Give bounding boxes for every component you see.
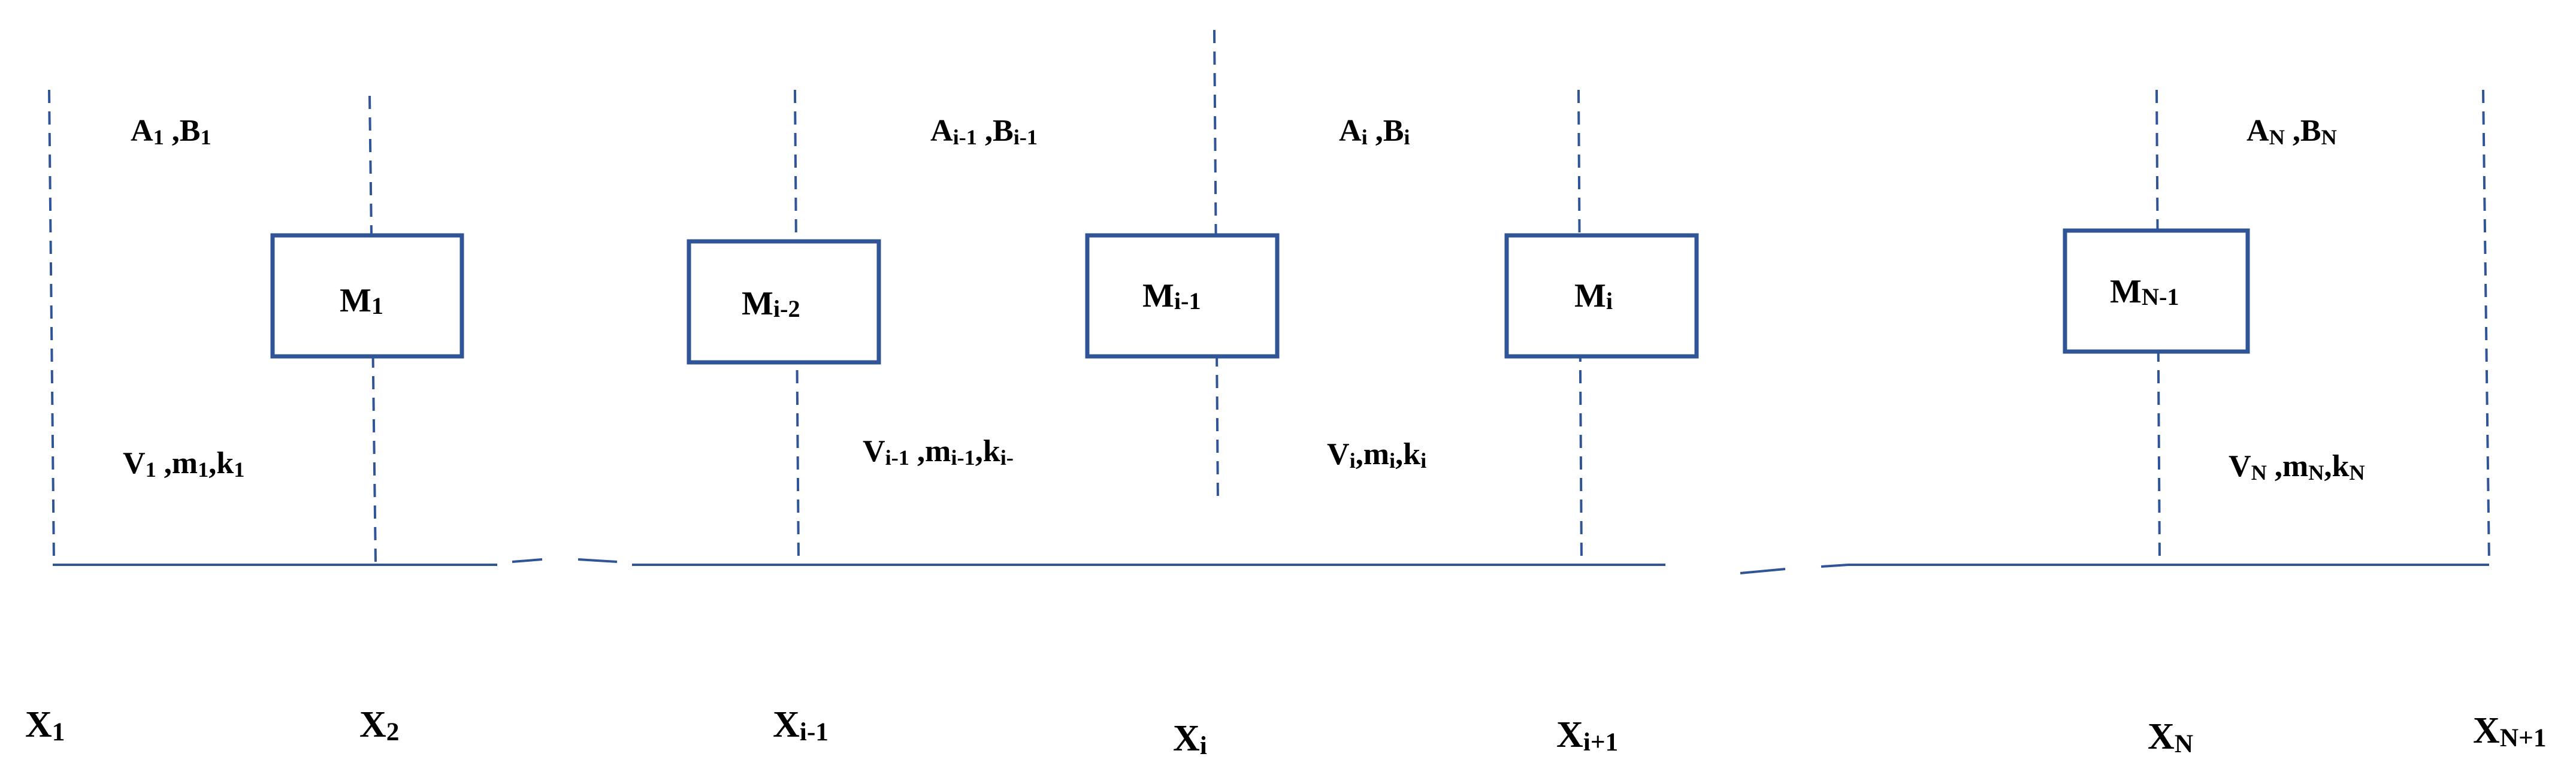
box-mn-1 <box>2063 228 2250 354</box>
mid-label-1: V1 ,m1,k1 <box>123 446 244 482</box>
box-mi-1 <box>1085 233 1280 359</box>
x-label-i-1: Xi-1 <box>773 704 829 746</box>
baseline-break-dash <box>1821 564 1849 568</box>
dashed-line-xn+1 <box>2482 89 2490 564</box>
top-label-1: A1 ,B1 <box>131 114 211 149</box>
x-label-i+1: Xi+1 <box>1556 715 1618 756</box>
baseline-break-dash <box>512 558 543 563</box>
box-mi <box>1504 233 1699 359</box>
box-m1 <box>270 233 464 359</box>
top-label-i-1: Ai-1 ,Bi-1 <box>930 114 1038 149</box>
x-label-i: Xi <box>1173 718 1207 760</box>
box-label-mi-2: Mi-2 <box>742 285 800 322</box>
top-label-i: Ai ,Bi <box>1339 114 1410 149</box>
mid-label-i: Vi,mi,ki <box>1327 437 1426 473</box>
dashed-line-xi-1 <box>794 89 800 564</box>
dashed-line-xi+1 <box>1577 89 1583 564</box>
box-label-m1: M1 <box>340 282 383 319</box>
dashed-line-x1 <box>48 89 55 564</box>
node-dashed-lines <box>48 29 2490 564</box>
baseline-break-dash <box>1740 568 1786 574</box>
position-labels: X1 X2 Xi-1 Xi Xi+1 XN XN+1 <box>25 704 2547 760</box>
box-label-mn-1: MN-1 <box>2110 273 2179 310</box>
box-mi-2 <box>687 239 881 365</box>
baseline-break-dash <box>578 558 618 563</box>
dashed-line-xi <box>1213 29 1219 504</box>
mid-labels: V1 ,m1,k1 Vi-1 ,mi-1,ki- Vi,mi,ki VN ,mN… <box>123 434 2365 485</box>
x-label-1: X1 <box>25 704 65 746</box>
dashed-line-xn <box>2155 89 2161 564</box>
top-labels: A1 ,B1 Ai-1 ,Bi-1 Ai ,Bi AN ,BN <box>131 114 2337 149</box>
mass-boxes <box>270 228 2250 365</box>
box-label-mi: Mi <box>1574 277 1613 314</box>
box-label-mi-1: Mi-1 <box>1142 277 1201 314</box>
baseline <box>53 558 2489 574</box>
x-label-2: X2 <box>359 704 399 746</box>
box-labels: M1 Mi-2 Mi-1 Mi MN-1 <box>340 273 2179 322</box>
dashed-line-x2 <box>368 95 377 564</box>
mid-label-n: VN ,mN,kN <box>2229 449 2365 485</box>
x-label-n+1: XN+1 <box>2473 710 2547 752</box>
mid-label-i-1: Vi-1 ,mi-1,ki- <box>863 434 1014 470</box>
top-label-n: AN ,BN <box>2247 114 2337 149</box>
x-label-n: XN <box>2148 716 2193 758</box>
